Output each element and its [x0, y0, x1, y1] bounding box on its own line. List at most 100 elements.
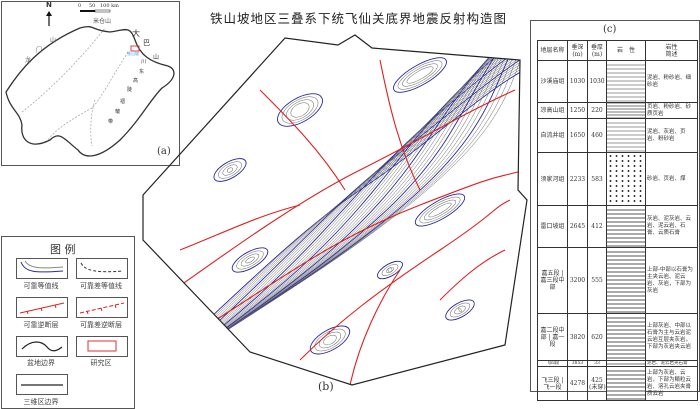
thickness-value: 1030 [587, 60, 607, 103]
closed-contour [423, 199, 457, 221]
header-thickness: 垂厚 (m) [587, 40, 607, 61]
formation-name: 嘉五段 | 嘉三段中部 [537, 247, 568, 314]
closed-contour [323, 334, 337, 346]
label-longmen: 门 [36, 47, 43, 54]
label-daba: 山 [153, 54, 160, 61]
label-daba: 巴 [143, 39, 150, 47]
formation-name: 须家河组 [537, 152, 568, 206]
closed-contour [414, 193, 466, 227]
closed-contour [236, 250, 264, 270]
depth-value: 1250 [567, 102, 588, 119]
figure-title: 铁山坡地区三叠系下统飞仙关底界地震反射构造图 [210, 11, 508, 26]
closed-contour [393, 57, 447, 93]
thickness-value: 555 [587, 247, 607, 314]
scale-end: 100 km [100, 3, 119, 9]
contour-line [196, 35, 527, 349]
label-chuandong: 高 [133, 78, 139, 84]
lithology-pattern [606, 118, 646, 153]
contour-line [147, 35, 527, 382]
reverse-fault [299, 199, 511, 361]
depth-value: 3200 [567, 247, 588, 314]
closed-contour [277, 93, 323, 127]
label-chuandong: 陡 [127, 87, 133, 93]
label-daba: 大 [132, 29, 140, 38]
contour-line [170, 35, 527, 367]
north-label: N [46, 1, 52, 9]
formation-name: 雷口坡组 [537, 205, 568, 248]
table-header-row: 地层名称 垂深 (m) 垂厚 (m) 岩 性 岩性 简述 [537, 40, 698, 61]
contour-line [143, 35, 527, 385]
closed-contour [454, 305, 466, 315]
lithology-description: 灰岩、泥灰岩、云岩、泥云岩、石膏、云质石膏 [645, 205, 698, 248]
lithology-pattern [606, 205, 646, 248]
closed-contour [458, 307, 462, 313]
reverse-fault [439, 249, 506, 301]
reverse-fault [349, 269, 401, 385]
legend-swatch-reliable-contour [16, 258, 68, 279]
contour-line [163, 35, 527, 371]
lithology-pattern [606, 247, 646, 314]
header-lithology: 岩 性 [606, 40, 646, 61]
lithology-pattern [606, 313, 646, 361]
closed-contour [290, 102, 310, 118]
contour-line [190, 35, 527, 354]
lithology-description: 页岩、粉砂岩、砂质页岩 [645, 102, 698, 119]
scale-mid: 50 [89, 3, 96, 9]
closed-contour [222, 164, 238, 176]
lithology-description: 上部-中部以石膏为主夹云岩、泥云岩、灰岩，下部为灰岩 [645, 247, 698, 314]
lithology-pattern [606, 102, 646, 119]
closed-contour [449, 302, 471, 318]
header-description: 岩性 简述 [645, 40, 698, 61]
thickness-value: 220 [587, 102, 607, 119]
closed-contour [231, 247, 269, 273]
thickness-value: 620 [587, 313, 607, 361]
inner-boundary [21, 27, 129, 147]
lithology-pattern [606, 366, 646, 401]
depth-value: 2233 [567, 152, 588, 206]
closed-contour [406, 66, 434, 84]
header-depth: 垂深 (m) [567, 40, 588, 61]
thickness-value: 583 [587, 152, 607, 206]
depth-value: 4278 [567, 366, 588, 401]
depth-value: 1650 [567, 118, 588, 153]
legend-label: 可靠差等值线 [80, 282, 122, 290]
north-arrow-icon [46, 11, 52, 26]
reverse-fault [159, 89, 516, 301]
formation-name: 嘉二段中部 | 嘉一段 [537, 313, 568, 361]
contour-line [183, 35, 527, 358]
lithology-pattern [606, 152, 646, 206]
closed-contour [428, 202, 452, 218]
closed-contour [445, 299, 475, 321]
label-study-area: 铁山坡 [127, 51, 139, 56]
lithology-description: 泥岩、粉砂岩、细砂岩 [645, 60, 698, 103]
depth-value: 1030 [567, 60, 588, 103]
contour-line [143, 51, 527, 385]
label-longmen: 龙 [25, 57, 32, 64]
reverse-fault [259, 89, 346, 191]
formation-name: 沙溪庙组 [537, 60, 568, 103]
contour-line [200, 35, 527, 347]
legend-swatch-study-area [76, 336, 128, 357]
panel-label-c: (c) [603, 24, 617, 35]
legend-label: 研究区 [90, 359, 112, 367]
closed-contour [377, 260, 403, 280]
label-chuandong: 川 [141, 59, 147, 65]
formation-name: 飞三段 | 飞一段 [537, 366, 568, 401]
scale-zero: 0 [78, 3, 82, 9]
lithology-description: 泥岩、灰岩、页岩、粉砂岩 [645, 118, 698, 153]
lithology-description: 砂岩、页岩、煤 [645, 152, 698, 206]
contour-line [167, 35, 527, 369]
contour-line [157, 35, 527, 376]
legend-swatch-basin-boundary [16, 336, 68, 357]
contour-line [180, 35, 527, 360]
closed-contour [402, 63, 438, 87]
contour-line [193, 35, 527, 352]
lithology-description: 上部为灰岩、云岩，下部为鲕粒云岩、溶孔云岩夹膏质云岩 [645, 366, 698, 401]
label-chuandong: 皱 [115, 109, 121, 115]
thickness-value: 412 [587, 205, 607, 248]
